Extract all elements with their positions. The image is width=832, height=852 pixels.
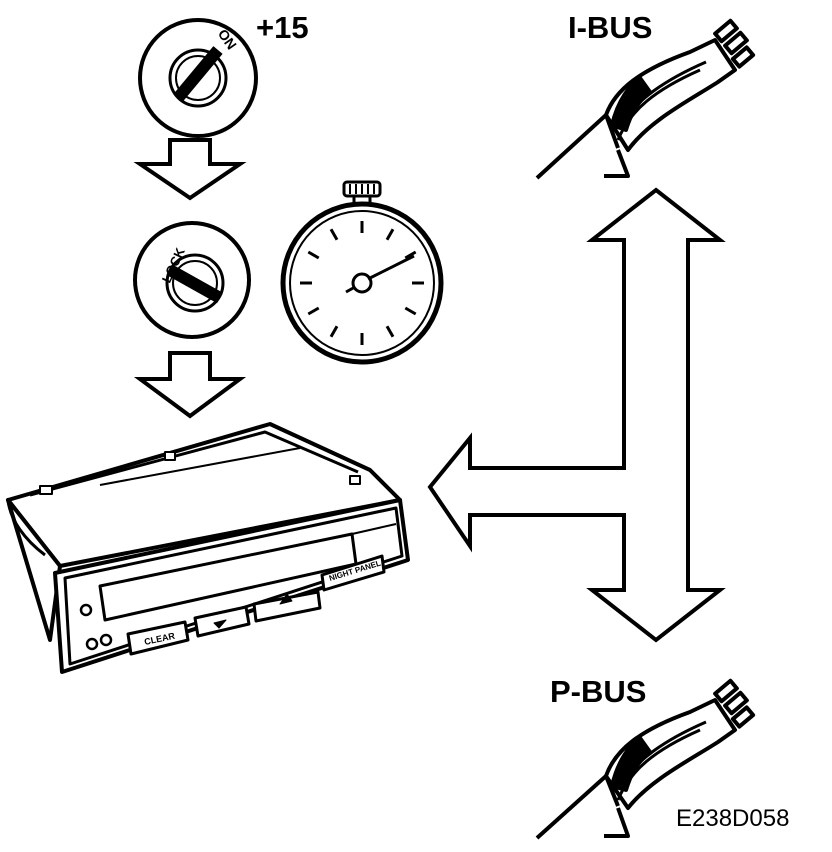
bus-double-arrow: [427, 187, 726, 643]
figure-code: E238D058: [676, 805, 789, 832]
down-arrow-2: [133, 351, 247, 419]
control-unit: [6, 422, 410, 674]
pbus-cable-icon: [535, 678, 756, 840]
stopwatch-tick: [385, 228, 395, 241]
stopwatch-icon: [280, 180, 444, 365]
up-triangle-icon: [279, 593, 293, 605]
stopwatch-tick: [404, 250, 417, 260]
night-panel-button: [320, 554, 386, 592]
ibus-cable-icon: [535, 18, 756, 180]
stopwatch-tick: [385, 325, 395, 338]
down-arrow-1: [133, 138, 247, 201]
pbus-label: P-BUS: [550, 674, 646, 709]
ignition-on-label: +15: [256, 10, 309, 45]
stopwatch-tick: [329, 228, 339, 241]
clear-button: [126, 620, 190, 656]
stopwatch-tick: [404, 306, 417, 316]
down-triangle-icon: [213, 619, 227, 629]
ibus-label: I-BUS: [568, 10, 652, 45]
ignition-switch-on: ON: [138, 18, 258, 138]
ignition-switch-lock: LOCK: [133, 221, 251, 339]
stopwatch-tick: [307, 306, 320, 316]
stopwatch-tick: [307, 250, 320, 260]
up-button: [252, 590, 322, 623]
stopwatch-tick: [329, 325, 339, 338]
